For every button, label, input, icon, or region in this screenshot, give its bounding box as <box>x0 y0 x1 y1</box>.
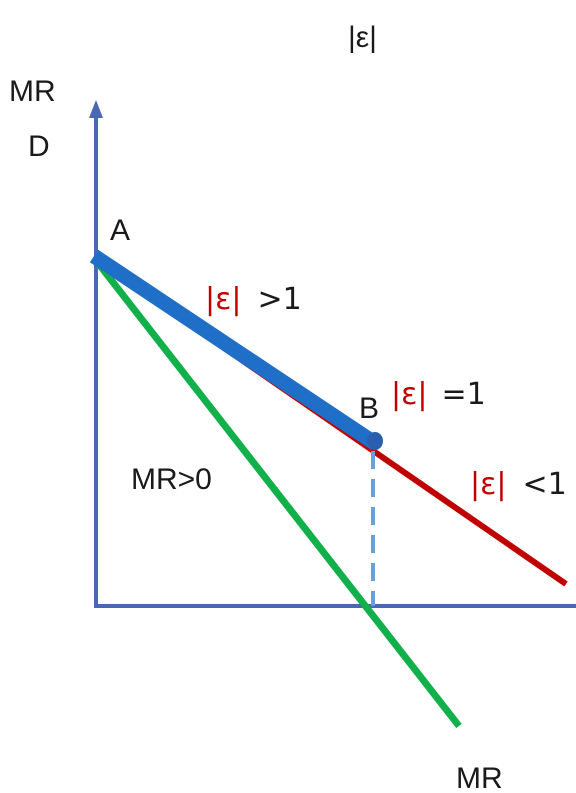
mr-positive-label: MR>0 <box>131 463 212 496</box>
y-axis-arrow-icon <box>89 100 103 118</box>
elastic-label: |ε| >1 <box>205 282 302 317</box>
inelastic-relation: <1 <box>522 467 566 502</box>
point-b-label: B <box>359 392 379 425</box>
elastic-relation: >1 <box>257 282 301 317</box>
unit-elastic-label: |ε| =1 <box>391 377 486 412</box>
unit-epsilon: |ε| <box>391 377 427 412</box>
point-b-marker <box>367 432 383 450</box>
elastic-epsilon: |ε| <box>205 282 241 317</box>
mr-curve-label: MR <box>456 762 503 793</box>
point-a-label: A <box>110 214 130 247</box>
inelastic-epsilon: |ε| <box>470 467 506 502</box>
elastic-segment <box>89 249 381 451</box>
y-axis-label-d: D <box>28 130 50 163</box>
top-epsilon-label: |ε| <box>348 21 377 54</box>
mr-curve <box>91 255 462 729</box>
inelastic-label: |ε| <1 <box>470 467 567 502</box>
y-axis-label-mr: MR <box>9 75 56 108</box>
unit-relation: =1 <box>441 377 485 412</box>
